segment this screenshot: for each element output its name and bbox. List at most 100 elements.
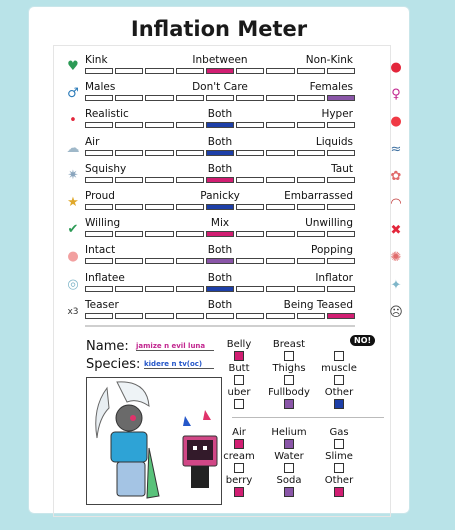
option-checkbox[interactable] (284, 399, 294, 409)
scale-segment[interactable] (266, 149, 295, 156)
option-checkbox[interactable] (334, 487, 344, 497)
scale-segment[interactable] (175, 258, 204, 265)
scale-segment[interactable] (326, 149, 355, 156)
scale-segment[interactable] (175, 285, 204, 292)
option-checkbox[interactable] (334, 399, 344, 409)
scale-segment[interactable] (145, 122, 174, 129)
scale-segment[interactable] (175, 231, 204, 238)
scale-bar[interactable] (85, 95, 355, 102)
scale-segment[interactable] (85, 312, 114, 319)
scale-segment[interactable] (236, 204, 265, 210)
scale-segment[interactable] (236, 122, 265, 129)
scale-segment[interactable] (115, 258, 144, 265)
scale-segment[interactable] (205, 176, 235, 183)
option-checkbox[interactable] (284, 463, 294, 473)
scale-segment[interactable] (115, 204, 144, 210)
scale-segment[interactable] (145, 312, 174, 319)
scale-segment[interactable] (205, 149, 235, 156)
option-checkbox[interactable] (234, 351, 244, 361)
scale-segment[interactable] (326, 231, 355, 238)
scale-segment[interactable] (115, 285, 144, 292)
scale-segment[interactable] (236, 312, 265, 319)
scale-segment[interactable] (326, 176, 355, 183)
scale-segment[interactable] (145, 258, 174, 265)
scale-segment[interactable] (85, 285, 114, 292)
scale-segment[interactable] (205, 231, 235, 238)
scale-segment[interactable] (236, 285, 265, 292)
scale-segment[interactable] (236, 176, 265, 183)
scale-segment[interactable] (236, 149, 265, 156)
scale-segment[interactable] (85, 204, 114, 210)
option-checkbox[interactable] (234, 439, 244, 449)
option-checkbox[interactable] (334, 463, 344, 473)
scale-segment[interactable] (85, 231, 114, 238)
scale-segment[interactable] (296, 285, 325, 292)
scale-segment[interactable] (85, 122, 114, 129)
scale-segment[interactable] (115, 95, 144, 102)
scale-segment[interactable] (296, 231, 325, 238)
scale-segment[interactable] (296, 95, 325, 102)
scale-segment[interactable] (236, 258, 265, 265)
scale-segment[interactable] (236, 95, 265, 102)
scale-segment[interactable] (115, 68, 144, 74)
scale-bar[interactable] (85, 176, 355, 183)
scale-segment[interactable] (205, 95, 235, 102)
scale-bar[interactable] (85, 231, 355, 238)
scale-segment[interactable] (115, 122, 144, 129)
scale-segment[interactable] (175, 176, 204, 183)
scale-segment[interactable] (266, 231, 295, 238)
scale-segment[interactable] (145, 68, 174, 74)
option-checkbox[interactable] (284, 487, 294, 497)
scale-segment[interactable] (296, 149, 325, 156)
scale-segment[interactable] (266, 204, 295, 210)
scale-bar[interactable] (85, 285, 355, 292)
scale-segment[interactable] (266, 312, 295, 319)
option-checkbox[interactable] (234, 487, 244, 497)
scale-segment[interactable] (236, 231, 265, 238)
scale-segment[interactable] (115, 176, 144, 183)
scale-segment[interactable] (145, 231, 174, 238)
option-checkbox[interactable] (334, 351, 344, 361)
scale-bar[interactable] (85, 312, 355, 319)
scale-segment[interactable] (296, 204, 325, 210)
scale-bar[interactable] (85, 204, 355, 210)
scale-segment[interactable] (145, 204, 174, 210)
scale-segment[interactable] (326, 204, 355, 210)
scale-segment[interactable] (205, 312, 235, 319)
option-checkbox[interactable] (234, 463, 244, 473)
scale-segment[interactable] (266, 122, 295, 129)
scale-segment[interactable] (266, 285, 295, 292)
scale-segment[interactable] (205, 68, 235, 74)
scale-segment[interactable] (296, 176, 325, 183)
scale-segment[interactable] (145, 95, 174, 102)
scale-segment[interactable] (205, 122, 235, 129)
scale-segment[interactable] (115, 312, 144, 319)
scale-segment[interactable] (175, 122, 204, 129)
scale-segment[interactable] (145, 176, 174, 183)
scale-segment[interactable] (205, 204, 235, 210)
scale-segment[interactable] (85, 176, 114, 183)
scale-segment[interactable] (296, 258, 325, 265)
scale-segment[interactable] (296, 312, 325, 319)
scale-segment[interactable] (326, 312, 355, 319)
scale-segment[interactable] (85, 68, 114, 74)
scale-segment[interactable] (236, 68, 265, 74)
scale-bar[interactable] (85, 68, 355, 74)
scale-segment[interactable] (85, 95, 114, 102)
scale-bar[interactable] (85, 149, 355, 156)
scale-segment[interactable] (175, 95, 204, 102)
scale-segment[interactable] (266, 258, 295, 265)
scale-segment[interactable] (326, 68, 355, 74)
scale-segment[interactable] (85, 149, 114, 156)
scale-segment[interactable] (296, 122, 325, 129)
scale-segment[interactable] (266, 176, 295, 183)
scale-segment[interactable] (85, 258, 114, 265)
scale-segment[interactable] (175, 68, 204, 74)
scale-segment[interactable] (145, 285, 174, 292)
scale-segment[interactable] (115, 149, 144, 156)
scale-segment[interactable] (205, 258, 235, 265)
scale-segment[interactable] (205, 285, 235, 292)
scale-segment[interactable] (326, 285, 355, 292)
option-checkbox[interactable] (284, 375, 294, 385)
scale-segment[interactable] (115, 231, 144, 238)
